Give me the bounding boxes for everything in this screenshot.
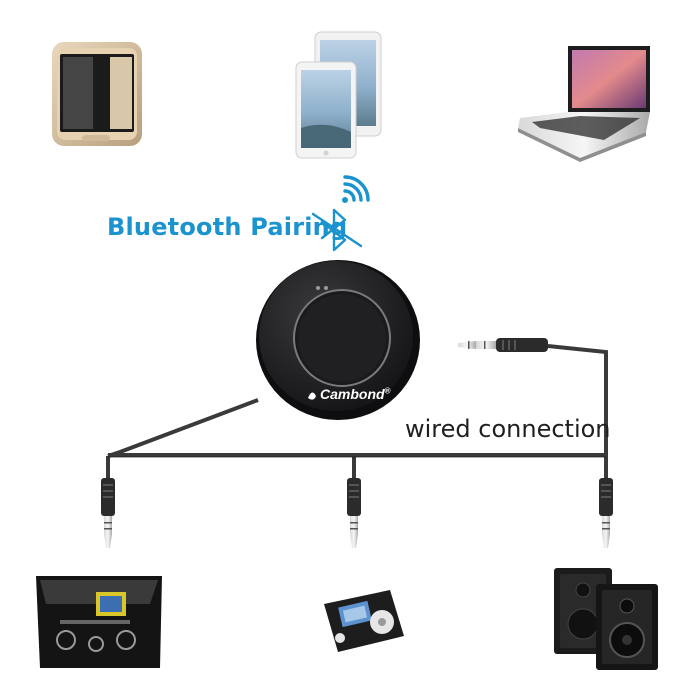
audio-plug-center xyxy=(347,478,361,548)
bluetooth-receiver-device xyxy=(256,260,420,420)
brand-trademark: ® xyxy=(384,386,391,396)
mp3-player-icon xyxy=(324,590,404,652)
audio-plug-right xyxy=(599,478,613,548)
cable-lines xyxy=(106,344,608,478)
audio-plug-left xyxy=(101,478,115,548)
wired-connection-label: wired connection xyxy=(405,415,611,443)
audio-plug-input xyxy=(458,338,548,352)
bluetooth-icon xyxy=(311,208,363,252)
smartphone-icon xyxy=(52,42,142,146)
laptop-icon xyxy=(518,46,650,162)
brand-name: Cambond xyxy=(320,386,385,402)
tablet-icon xyxy=(295,31,382,159)
car-stereo-icon xyxy=(36,576,162,668)
signal-waves-icon xyxy=(342,175,370,203)
brand-logo-text: Cambond® xyxy=(320,386,390,402)
bluetooth-pairing-label: Bluetooth Pairing xyxy=(107,213,348,241)
speakers-icon xyxy=(554,568,658,670)
